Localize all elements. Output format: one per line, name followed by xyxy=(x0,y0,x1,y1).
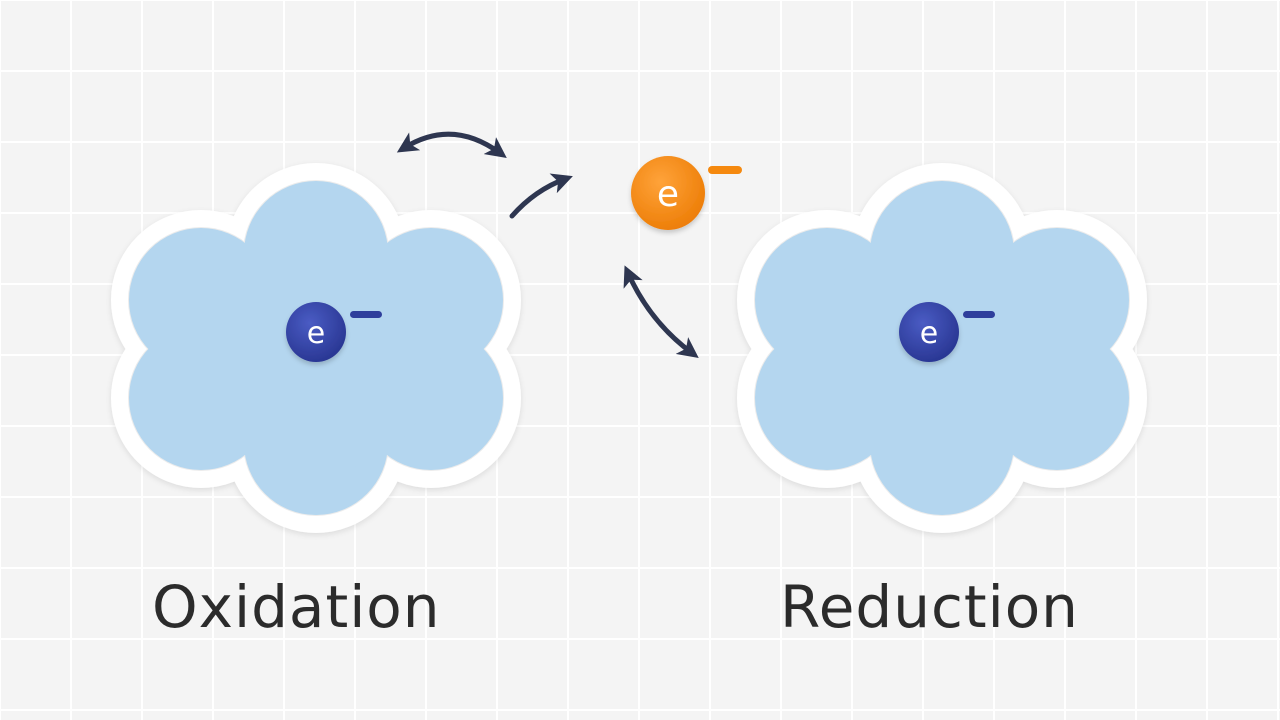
oxidation-label: Oxidation xyxy=(152,573,441,641)
free-electron-icon: e xyxy=(631,156,742,230)
reduction-electron-icon: e xyxy=(899,302,995,362)
free-electron-symbol: e xyxy=(657,174,679,215)
reduction-electron-symbol: e xyxy=(920,316,938,351)
outgoing-electron-arrow-icon xyxy=(509,173,573,219)
oxidation-electron-charge-icon xyxy=(350,311,382,318)
lower-double-arrow-icon xyxy=(623,265,699,358)
reduction-label: Reduction xyxy=(780,573,1079,641)
oxidation-electron-symbol: e xyxy=(307,316,325,351)
top-double-arrow-icon xyxy=(396,131,507,158)
oxidation-electron-icon: e xyxy=(286,302,382,362)
free-electron-charge-icon xyxy=(708,166,742,174)
reduction-electron-charge-icon xyxy=(963,311,995,318)
